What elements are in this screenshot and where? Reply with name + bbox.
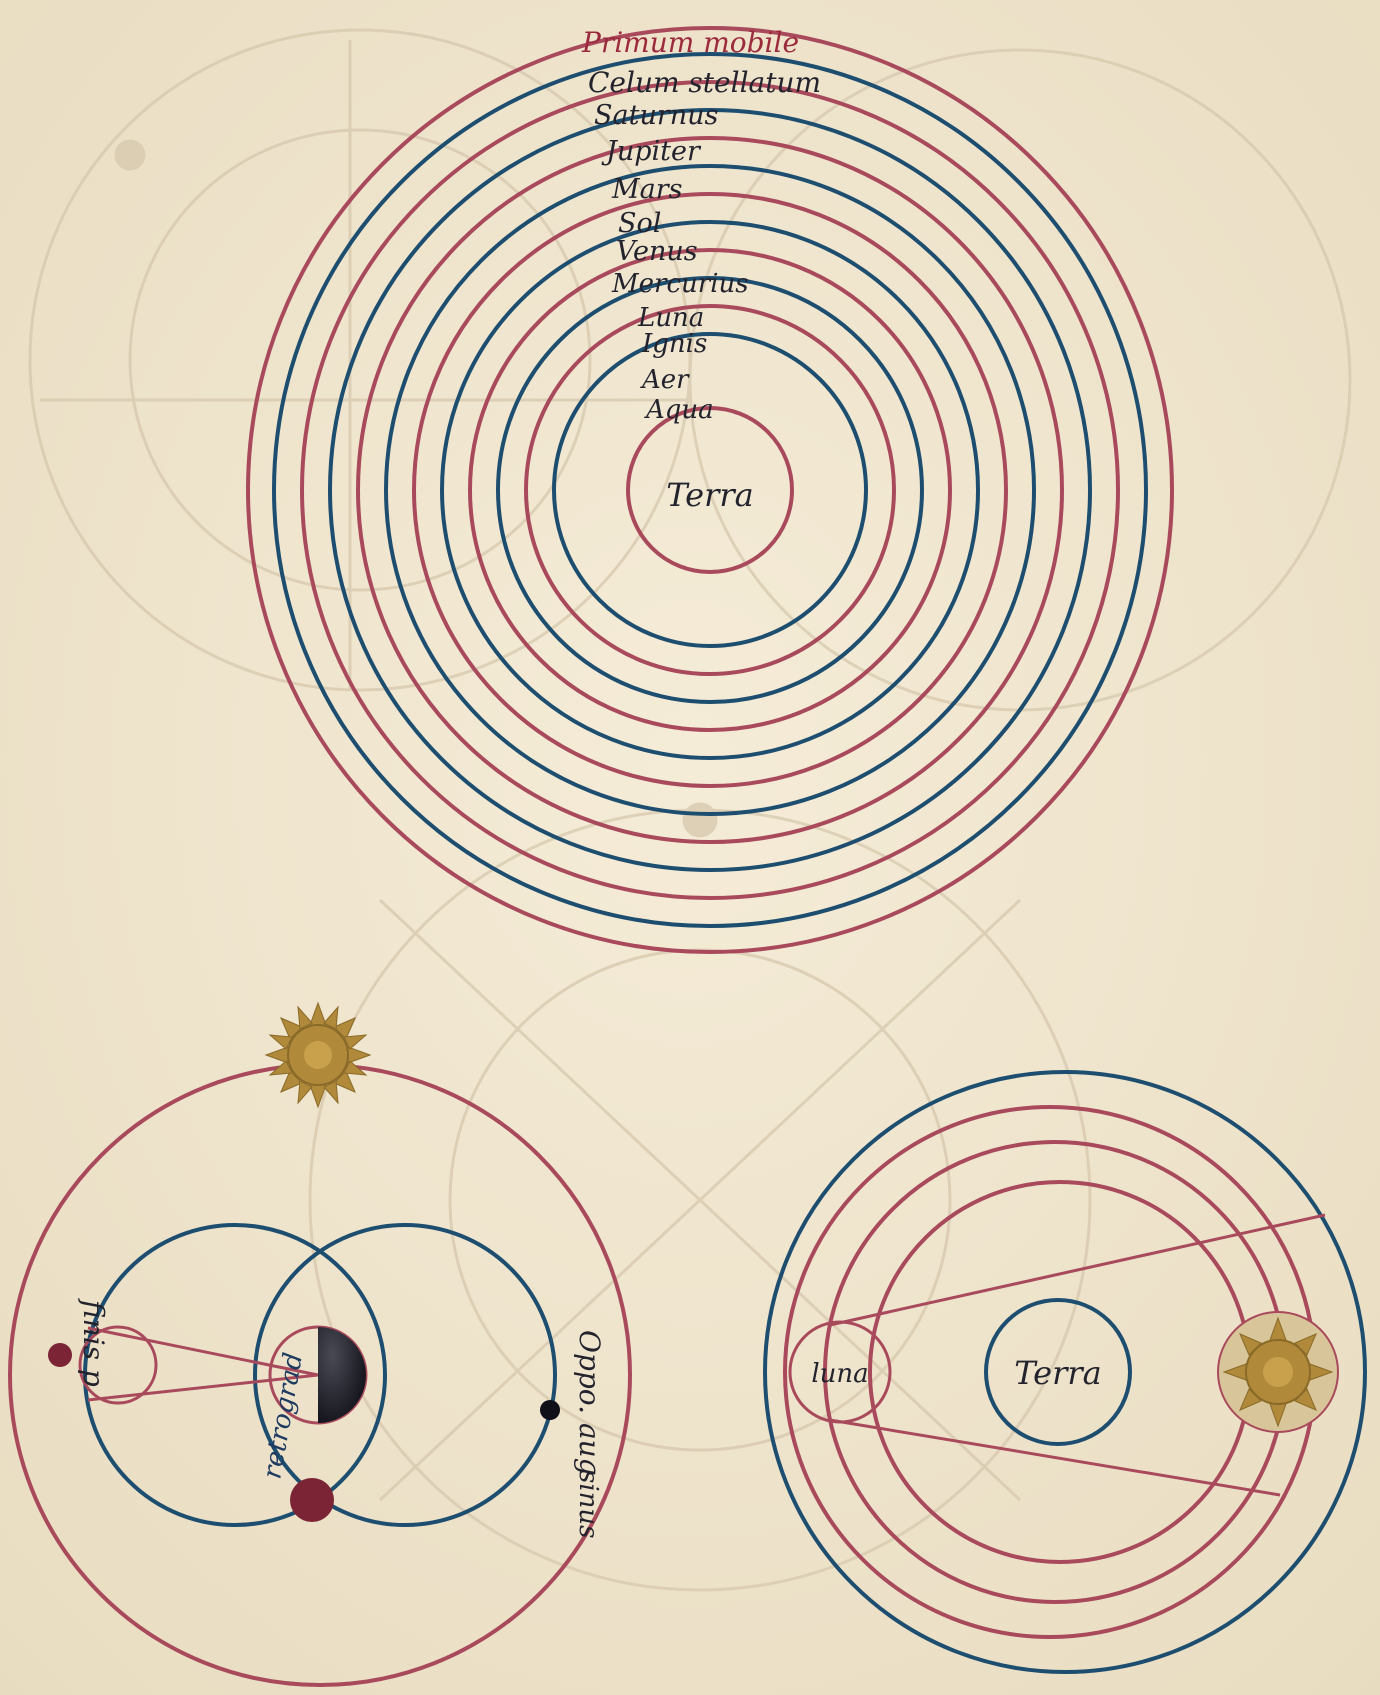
label-saturnus: Saturnus (594, 100, 718, 131)
label-mercurius: Mercurius (611, 269, 749, 299)
label-ignis: Ignis (641, 329, 707, 359)
moon-dot-bottom (290, 1478, 334, 1522)
label-primum-mobile: Primum mobile (581, 26, 799, 59)
label-oppositio: Oppo. aug (573, 1330, 606, 1476)
label-aqua: Aqua (644, 395, 714, 425)
label-celum-stellatum: Celum stellatum (588, 66, 821, 99)
label-jupiter: Jupiter (601, 136, 702, 167)
label-venus: Venus (616, 236, 698, 267)
label-sinus: sinus (573, 1470, 603, 1539)
moon-dot-right (540, 1400, 560, 1420)
label-aer: Aer (640, 365, 690, 395)
label-luna: luna (811, 1359, 868, 1389)
sun-icon (266, 1003, 370, 1107)
label-terra-eclipse: Terra (1014, 1354, 1101, 1392)
label-mars: Mars (611, 174, 683, 205)
label-finis: finis p (77, 1298, 110, 1387)
moon-dot-left (48, 1343, 72, 1367)
label-sol: Sol (618, 208, 661, 239)
sun-icon-right (1218, 1312, 1338, 1432)
label-terra: Terra (666, 476, 753, 514)
